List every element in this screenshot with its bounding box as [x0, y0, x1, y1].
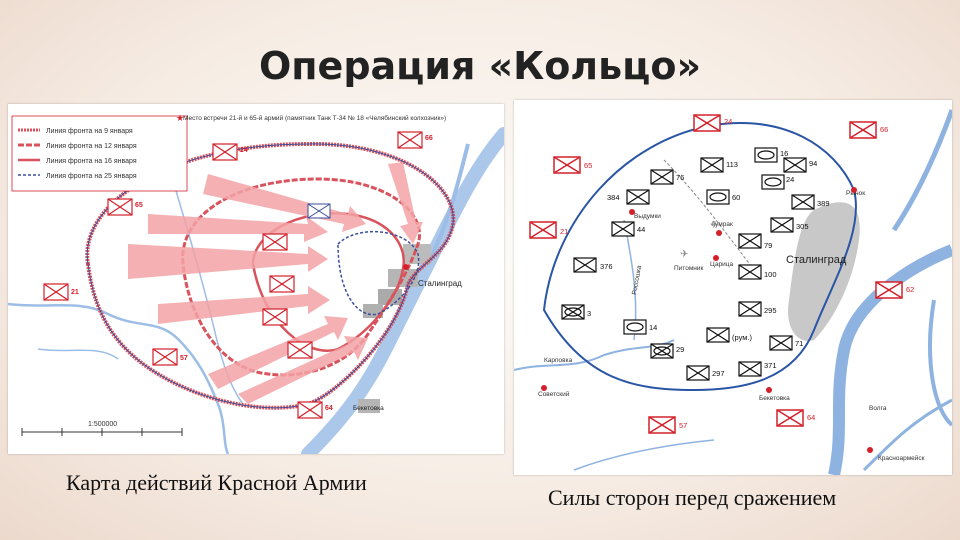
don-river — [7, 302, 230, 455]
right-map-caption: Силы сторон перед сражением — [548, 485, 837, 510]
div-label-16: 16 — [780, 149, 788, 158]
div-label-94: 94 — [809, 159, 817, 168]
place-dot-krasnoarmeysk — [867, 447, 873, 453]
label-vydumki: Выдумки — [634, 213, 661, 220]
army-label-57: 57 — [679, 421, 687, 430]
div-label-76: 76 — [676, 173, 684, 182]
soviet-armies — [529, 114, 903, 434]
left-map-caption: Карта действий Красной Армии — [66, 470, 367, 495]
div-label-305: 305 — [796, 222, 809, 231]
div-label-389: 389 — [817, 199, 830, 208]
left-town-label: Бекетовка — [353, 405, 384, 412]
div-label-71: 71 — [795, 339, 803, 348]
volga-river-left — [301, 127, 511, 461]
army-label-64: 64 — [807, 413, 815, 422]
div-label-297: 297 — [712, 369, 725, 378]
attack-arrows — [128, 162, 423, 404]
div-label-24: 24 — [786, 175, 794, 184]
place-dot-vydumki — [629, 209, 635, 215]
encirclement-ring — [542, 122, 857, 392]
meeting-point-note: Место встречи 21-й и 65-й армий (памятни… — [183, 114, 446, 122]
div-label-60: 60 — [732, 193, 740, 202]
place-dot-sovetsky — [541, 385, 547, 391]
legend-box — [11, 115, 188, 192]
div-label-29: 29 — [676, 345, 684, 354]
scale-bar: 1:500000 — [21, 421, 183, 436]
label-gumrak: Гумрак — [712, 221, 733, 228]
army-label-65: 65 — [135, 202, 143, 209]
german-divisions — [561, 147, 815, 381]
legend-item-3: Линия фронта на 16 января — [46, 158, 137, 165]
army-label-24: 24 — [240, 147, 248, 154]
div-label-44: 44 — [637, 225, 645, 234]
label-rynok: Рынок — [846, 190, 865, 197]
army-markers-left — [43, 131, 423, 419]
volga-river — [828, 244, 955, 477]
army-label-21: 21 — [560, 227, 568, 236]
legend-item-4: Линия фронта на 25 января — [46, 173, 137, 180]
div-label-371: 371 — [764, 361, 777, 370]
front-line-25-jan — [337, 231, 420, 316]
army-label-62: 62 — [906, 285, 914, 294]
label-krasnoarmeysk: Красноармейск — [878, 454, 925, 462]
left-map-svg: Линия фронта на 9 января Линия фронта на… — [7, 113, 511, 461]
label-karpovka: Карповка — [544, 357, 573, 364]
div-label-295: 295 — [764, 306, 777, 315]
div-label-384: 384 — [607, 193, 620, 202]
label-sovetsky: Советский — [538, 390, 570, 398]
right-forces-map: 16 113 94 76 24 384 60 389 44 305 79 376… — [513, 100, 955, 477]
chervlennaya — [573, 439, 715, 471]
legend-items: Линия фронта на 9 января Линия фронта на… — [18, 128, 137, 180]
army-label-65: 65 — [584, 161, 592, 170]
volga-upper — [891, 109, 955, 232]
volga-east — [928, 299, 954, 427]
left-city-label: Сталинград — [418, 279, 462, 288]
legend-item-1: Линия фронта на 9 января — [46, 128, 133, 135]
city-dot — [403, 264, 409, 270]
stalingrad-city-area — [788, 202, 860, 341]
div-label-3: 3 — [587, 309, 591, 318]
label-tsaritsa: Царица — [710, 261, 734, 268]
star-icon: ★ — [176, 113, 184, 123]
div-label-113: 113 — [726, 160, 738, 169]
army-label-24: 24 — [724, 117, 732, 126]
place-dot-rynok — [851, 187, 857, 193]
div-label-14: 14 — [649, 323, 657, 332]
railway — [663, 159, 755, 271]
volga-right-branch — [862, 398, 953, 472]
army-label-57: 57 — [180, 355, 188, 362]
airfield-gumrak-icon: ✈ — [710, 220, 718, 231]
army-label-64: 64 — [325, 405, 333, 412]
airfield-pitomnik-icon: ✈ — [680, 249, 688, 260]
label-pitomnik: Питомник — [674, 265, 704, 272]
scale-label: 1:500000 — [88, 421, 117, 428]
place-dot-beketovka — [766, 387, 772, 393]
div-label-376: 376 — [600, 262, 613, 271]
river-small — [37, 348, 119, 360]
div-label-79: 79 — [764, 241, 772, 250]
army-label-66: 66 — [880, 125, 888, 134]
place-dot-gumrak — [716, 230, 722, 236]
label-stalingrad: Сталинград — [786, 254, 847, 266]
army-label-21: 21 — [71, 289, 79, 296]
slide-title: Операция «Кольцо» — [259, 44, 701, 88]
right-map-svg: 16 113 94 76 24 384 60 389 44 305 79 376… — [513, 109, 955, 477]
legend-item-2: Линия фронта на 12 января — [46, 143, 137, 150]
label-beketovka: Бекетовка — [759, 395, 790, 402]
div-label-rum: (рум.) — [732, 333, 752, 342]
div-label-100: 100 — [764, 270, 777, 279]
place-dot-tsaritsa — [713, 255, 719, 261]
left-operation-map: Линия фронта на 9 января Линия фронта на… — [7, 104, 511, 461]
label-volga: Волга — [869, 405, 887, 412]
army-label-66: 66 — [425, 135, 433, 142]
front-line-12-jan — [181, 177, 421, 377]
